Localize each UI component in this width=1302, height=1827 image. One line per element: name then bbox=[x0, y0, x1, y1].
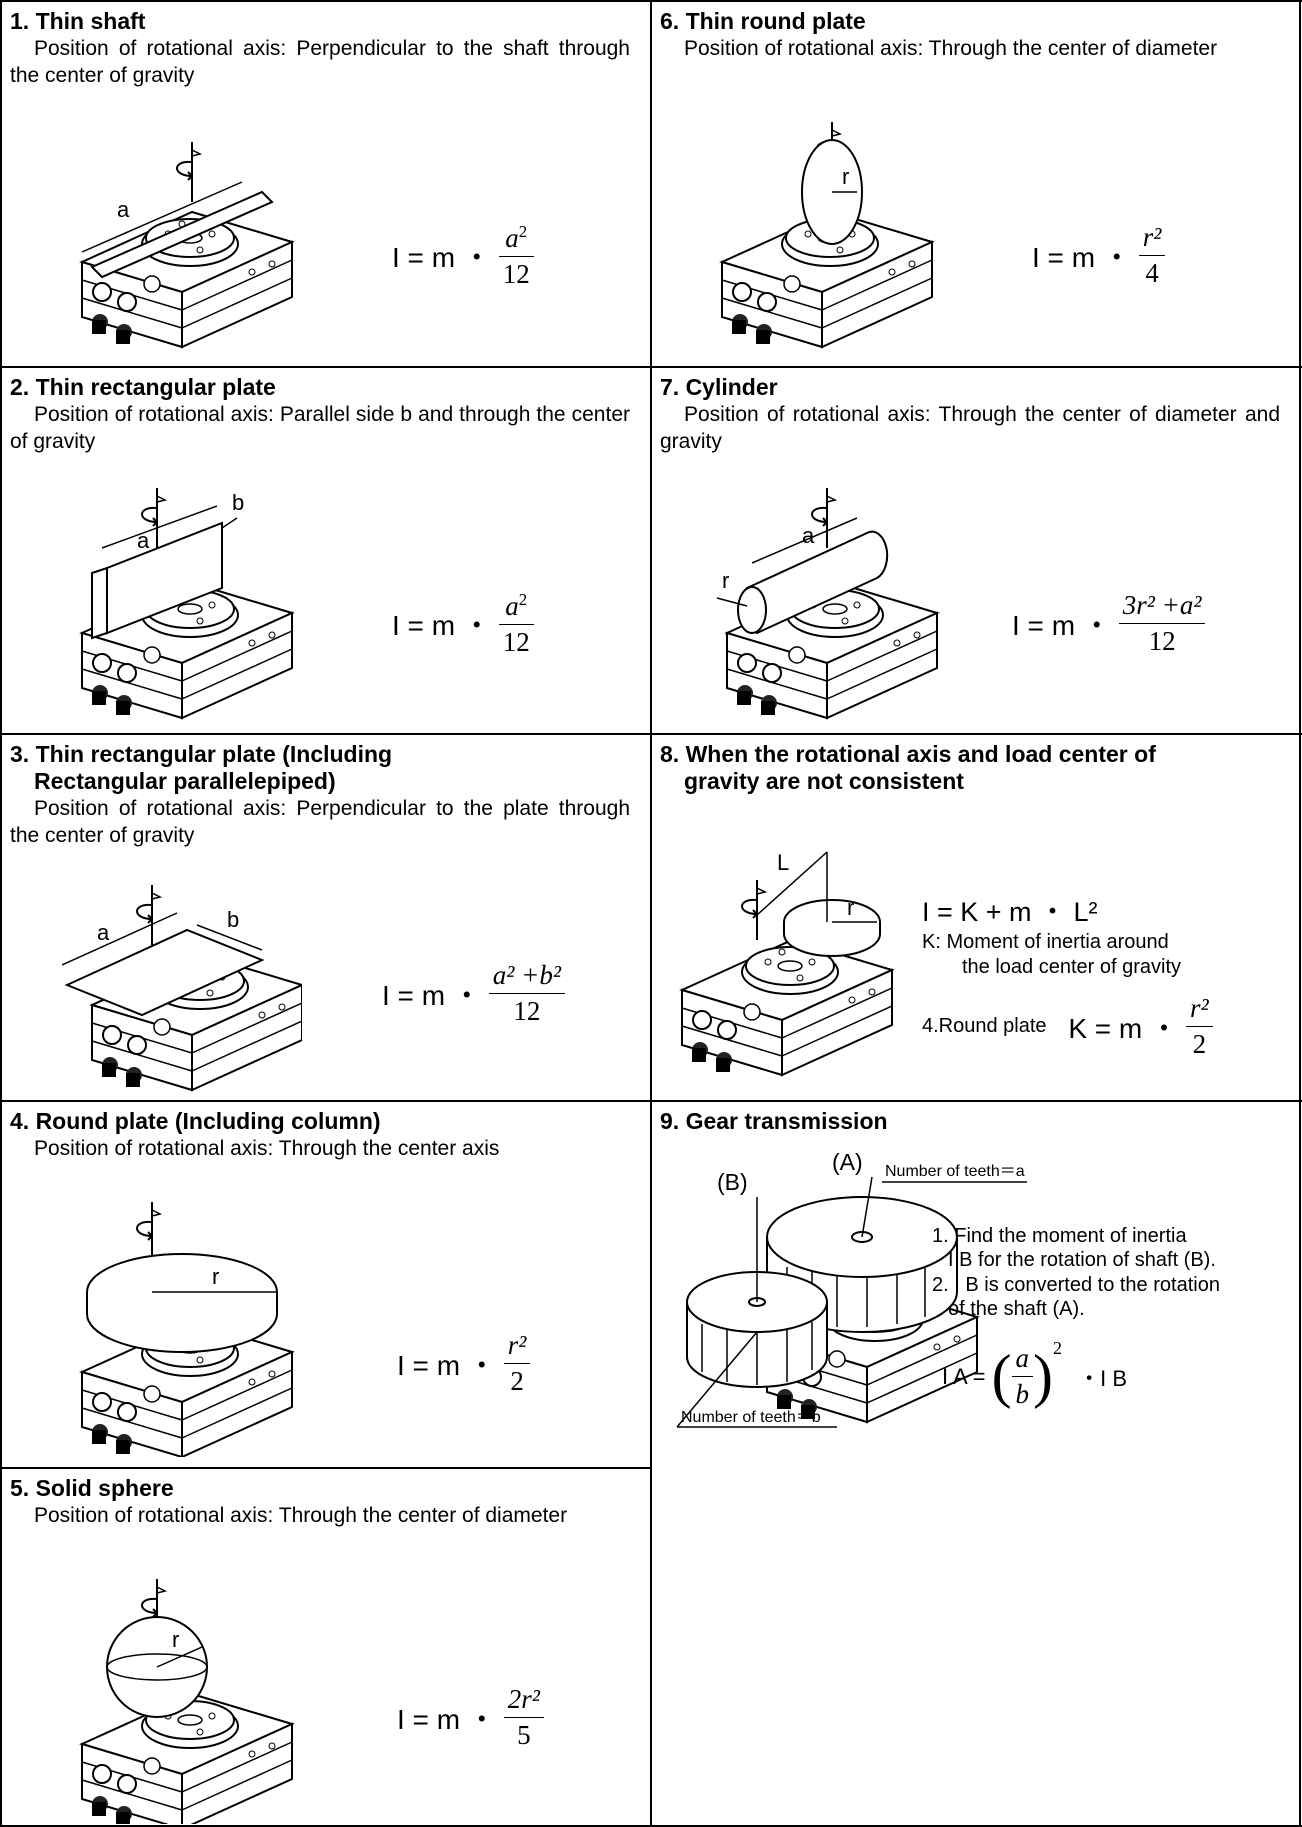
cell-title: 1. Thin shaft bbox=[10, 8, 146, 34]
ib-term: ・I B bbox=[1078, 1365, 1128, 1391]
cell-solid-sphere: 5. Solid sphere Position of rotational a… bbox=[2, 1469, 650, 1825]
dim-label-a: a bbox=[117, 197, 130, 222]
cell-thin-rectangular-plate: 2. Thin rectangular plate Position of ro… bbox=[2, 368, 650, 733]
teeth-a-label: Number of teeth＝a bbox=[885, 1163, 1025, 1180]
teeth-b-label: Number of teeth＝b bbox=[681, 1409, 821, 1426]
right-paren: ) bbox=[1033, 1343, 1054, 1409]
formula-lhs: I = m ・ bbox=[392, 242, 491, 273]
gear-a-label: (A) bbox=[832, 1149, 863, 1175]
cell-thin-round-plate: 6. Thin round plate Position of rotation… bbox=[652, 2, 1299, 366]
thin-shaft-figure: a bbox=[81, 142, 293, 348]
cell-title: 6. Thin round plate bbox=[660, 8, 866, 34]
note-line-1: K: Moment of inertia around bbox=[922, 931, 1169, 953]
dim-label-b: b bbox=[227, 907, 239, 932]
step1-line-2: I B for the rotation of shaft (B). bbox=[948, 1249, 1216, 1271]
cell-description: Position of rotational axis: Perpendicul… bbox=[10, 797, 630, 847]
cell-title: 5. Solid sphere bbox=[10, 1475, 174, 1501]
column-divider bbox=[650, 0, 652, 1827]
row-divider-4 bbox=[0, 1467, 652, 1469]
cell-gear-transmission: 9. Gear transmission bbox=[652, 1102, 1299, 1467]
dim-label-r: r bbox=[172, 1627, 179, 1652]
cell-title: 8. When the rotational axis and load cen… bbox=[660, 741, 1156, 794]
cell-description: Position of rotational axis: Through the… bbox=[660, 403, 1280, 453]
border-left bbox=[0, 0, 2, 1827]
solid-sphere-figure: r bbox=[81, 1579, 293, 1824]
cell-title: 7. Cylinder bbox=[660, 374, 778, 400]
row-divider-1 bbox=[0, 366, 1302, 368]
cell-description: Position of rotational axis: Perpendicul… bbox=[10, 37, 630, 87]
cylinder-figure: a r bbox=[716, 488, 938, 719]
row-divider-3 bbox=[0, 1100, 1302, 1102]
dim-label-b: b bbox=[232, 490, 244, 515]
gear-b-label: (B) bbox=[717, 1169, 748, 1195]
rectangular-parallelepiped-figure: a b bbox=[62, 885, 302, 1091]
thin-round-plate-figure: r bbox=[721, 122, 933, 348]
cell-description: Position of rotational axis: Through the… bbox=[34, 1504, 568, 1527]
formula-lhs: I = m ・ bbox=[397, 1703, 496, 1735]
round-plate-label: 4.Round plate bbox=[922, 1015, 1047, 1037]
left-paren: ( bbox=[991, 1343, 1012, 1409]
offset-axis-figure: L r bbox=[681, 850, 893, 1076]
cell-title: 4. Round plate (Including column) bbox=[10, 1108, 381, 1134]
cell-round-plate: 4. Round plate (Including column) Positi… bbox=[2, 1102, 650, 1467]
formula-lhs: I = m ・ bbox=[397, 1349, 496, 1381]
gear-figure: (B) (A) Number of teeth＝a Number of teet… bbox=[676, 1149, 1027, 1428]
thin-rectangular-plate-figure: a b bbox=[81, 488, 293, 719]
step2-line-2: of the shaft (A). bbox=[948, 1298, 1085, 1320]
dim-label-a: a bbox=[802, 523, 815, 548]
cell-offset-axis: 8. When the rotational axis and load cen… bbox=[652, 735, 1299, 1100]
k-lhs: K = m ・ bbox=[1068, 1012, 1179, 1044]
formula-lhs: I = m ・ bbox=[382, 979, 481, 1011]
cell-description: Position of rotational axis: Parallel si… bbox=[10, 403, 630, 453]
dim-label-r: r bbox=[212, 1264, 219, 1289]
note-line-2: the load center of gravity bbox=[962, 956, 1182, 978]
round-plate-figure: r bbox=[81, 1202, 293, 1457]
dim-label-a: a bbox=[97, 920, 110, 945]
cell-description: Position of rotational axis: Through the… bbox=[34, 1137, 500, 1160]
cell-title: 2. Thin rectangular plate bbox=[10, 374, 276, 400]
dim-label-a: a bbox=[137, 528, 150, 553]
ratio-exponent: 2 bbox=[1053, 1338, 1063, 1358]
border-right bbox=[1299, 0, 1301, 1827]
row-divider-2 bbox=[0, 733, 1302, 735]
cell-cylinder: 7. Cylinder Position of rotational axis:… bbox=[652, 368, 1299, 733]
ia-label: I A = bbox=[942, 1363, 986, 1389]
formula-lhs: I = m ・ bbox=[1012, 609, 1111, 641]
step1-line-1: 1. Find the moment of inertia bbox=[932, 1225, 1187, 1247]
cell-title: 9. Gear transmission bbox=[660, 1108, 888, 1134]
offset-formula: I = K + m ・ L² bbox=[922, 897, 1098, 927]
step2-line-1: 2. I B is converted to the rotation bbox=[932, 1274, 1220, 1296]
dim-label-r: r bbox=[847, 895, 854, 920]
dim-label-L: L bbox=[777, 850, 789, 875]
dim-label-r: r bbox=[842, 164, 849, 189]
cell-thin-shaft: 1. Thin shaft Position of rotational axi… bbox=[2, 2, 650, 366]
formula-lhs: I = m ・ bbox=[392, 610, 491, 641]
formula-lhs: I = m ・ bbox=[1032, 241, 1131, 273]
cell-description: Position of rotational axis: Through the… bbox=[684, 37, 1218, 60]
dim-label-r: r bbox=[722, 568, 729, 593]
